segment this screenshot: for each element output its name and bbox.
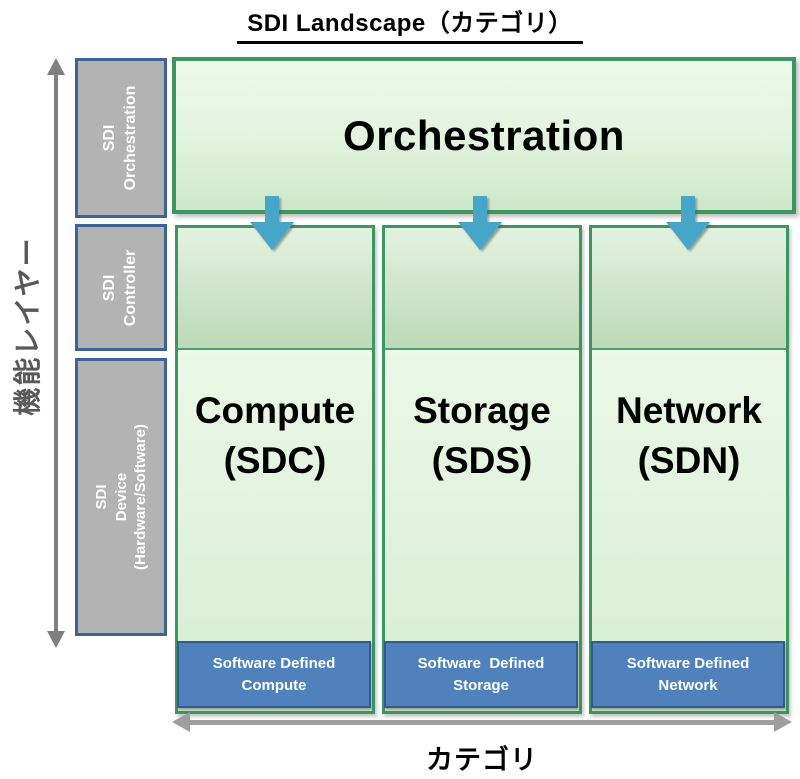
orchestration-box: Orchestration [172,57,796,214]
column-divider [592,350,786,356]
arrow-down-head-icon [47,631,65,648]
vertical-axis-arrow-icon [47,58,65,648]
horizontal-axis-label: カテゴリ [426,745,538,775]
vertical-axis-label: 機能レイヤー [12,236,43,416]
column-controller-zone [385,228,579,350]
title-container: SDI Landscape（カテゴリ） [20,3,800,44]
layer-label: SDI Orchestration [101,85,139,191]
column-title: Storage (SDS) [413,390,551,481]
column-storage: Storage (SDS) Software Defined Storage [382,225,582,714]
layer-label: SDI Controller [101,249,139,326]
horizontal-axis-arrow-icon [172,712,792,732]
horizontal-axis-line [187,720,777,725]
down-arrow-icon [250,196,294,250]
column-footer-badge: Software Defined Compute [177,641,371,708]
column-title: Network (SDN) [616,390,762,481]
arrow-up-head-icon [47,58,65,75]
down-arrow-icon [666,196,710,250]
column-divider [178,350,372,356]
vertical-axis-line [54,72,58,634]
layer-label: SDI Device (Hardware/Software) [92,424,149,570]
column-footer-badge: Software Defined Network [591,641,785,708]
column-footer-badge: Software Defined Storage [384,641,578,708]
layer-box-sdi-device: SDI Device (Hardware/Software) [75,358,167,636]
orchestration-label: Orchestration [343,111,625,159]
layer-box-sdi-controller: SDI Controller [75,224,167,351]
column-divider [385,350,579,356]
diagram-title: SDI Landscape（カテゴリ） [237,3,583,44]
column-network: Network (SDN) Software Defined Network [589,225,789,714]
down-arrow-icon [458,196,502,250]
column-controller-zone [178,228,372,350]
column-title: Compute (SDC) [194,390,356,481]
arrow-right-head-icon [774,712,792,732]
column-compute: Compute (SDC) Software Defined Compute [175,225,375,714]
arrow-left-head-icon [172,712,190,732]
layer-box-sdi-orchestration: SDI Orchestration [75,58,167,218]
